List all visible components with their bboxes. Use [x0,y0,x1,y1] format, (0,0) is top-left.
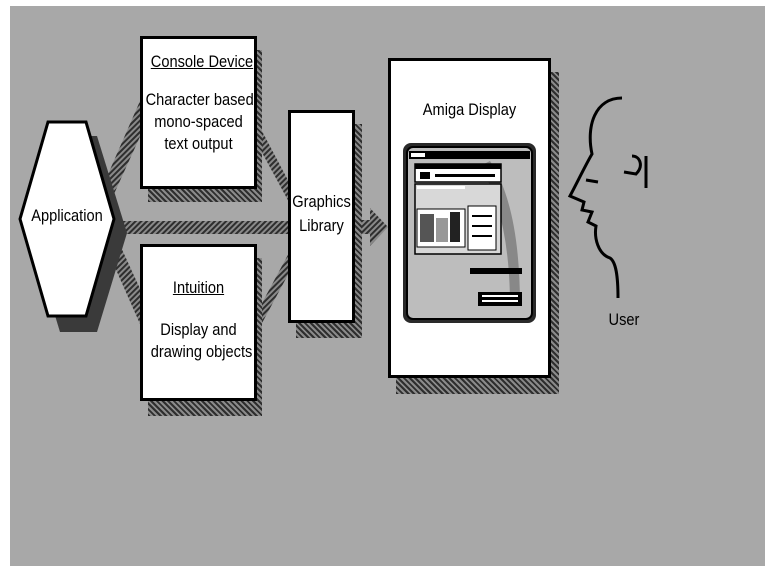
user-label: User [607,309,641,331]
user-head-icon [10,6,765,566]
diagram-canvas: Application Console Device Character bas… [10,6,765,566]
